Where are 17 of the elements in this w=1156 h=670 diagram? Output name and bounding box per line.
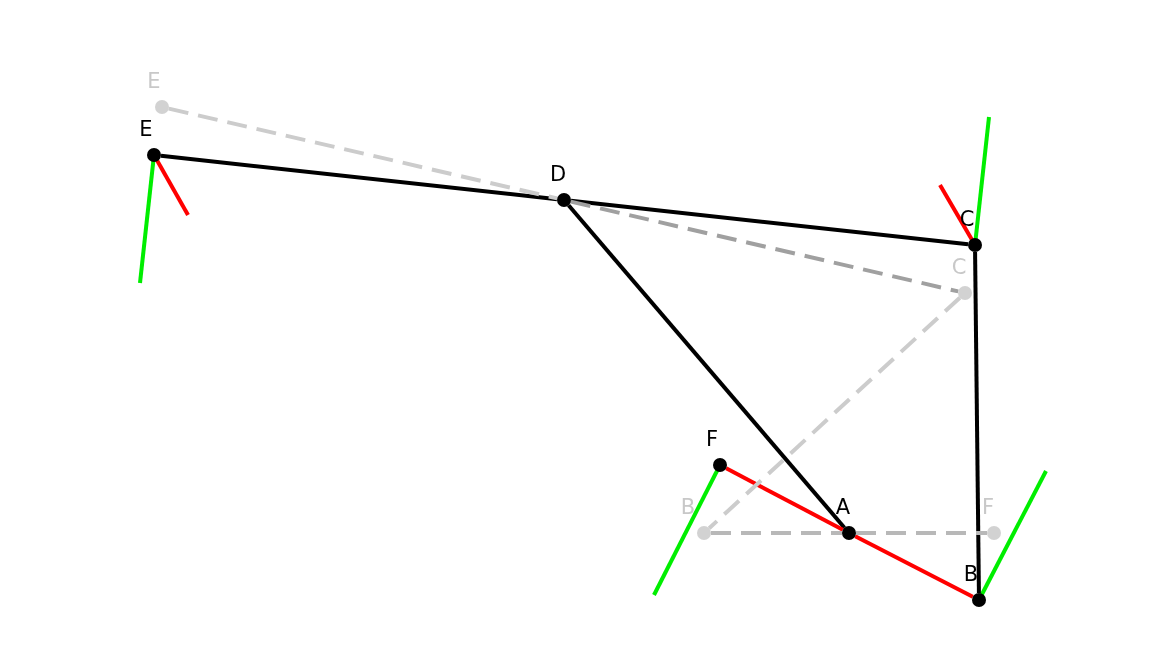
link-line xyxy=(570,198,969,247)
joint-label: A xyxy=(834,495,852,519)
joint-label: F xyxy=(704,427,720,451)
link-line xyxy=(570,199,959,294)
link-line xyxy=(707,296,962,530)
joint-label: D xyxy=(548,162,568,186)
joint-label: E xyxy=(138,117,154,141)
link-line xyxy=(567,204,846,529)
link-line xyxy=(168,106,558,201)
link-line xyxy=(973,251,981,594)
link-line xyxy=(856,531,987,535)
link-line xyxy=(725,466,844,532)
link-line xyxy=(160,153,558,202)
link-line xyxy=(711,531,842,535)
joint-label: B xyxy=(962,562,980,586)
joint-label: C xyxy=(958,207,976,231)
link-line xyxy=(854,534,974,599)
